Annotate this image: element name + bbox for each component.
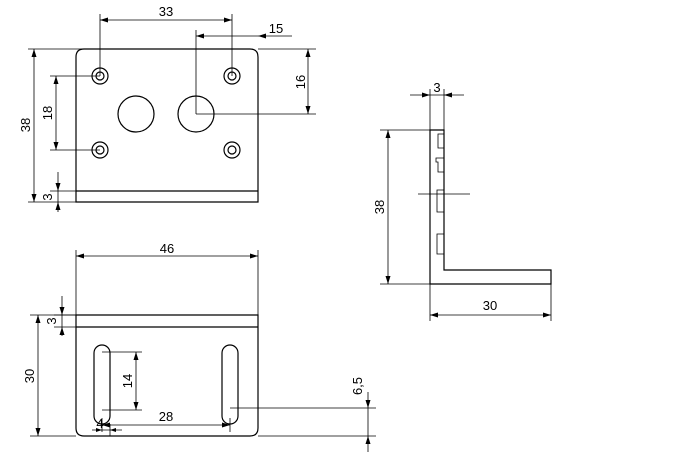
- bottom-view: 46 3 30 14: [22, 241, 376, 452]
- slot-right: [221, 344, 239, 425]
- dim-3-front: 3: [40, 172, 76, 212]
- dim-label-3-bottom: 3: [44, 317, 59, 324]
- dim-label-4: 4: [96, 416, 103, 431]
- dim-label-33: 33: [159, 4, 173, 19]
- slot-left: [93, 344, 111, 425]
- dim-label-30-bottom: 30: [22, 369, 37, 383]
- dim-label-18: 18: [40, 106, 55, 120]
- dim-15: 15: [195, 21, 292, 114]
- side-view: 3 38 30: [372, 80, 552, 321]
- dim-label-46: 46: [160, 241, 174, 256]
- dim-3-bottom: 3: [44, 296, 76, 336]
- dim-label-15: 15: [269, 21, 283, 36]
- dim-label-38-side: 38: [372, 200, 387, 214]
- dim-label-30-side: 30: [483, 298, 497, 313]
- dim-30-side: 30: [429, 284, 552, 321]
- dim-38-side: 38: [372, 129, 430, 285]
- bottom-plate-outline: [75, 314, 259, 437]
- dim-3-side: 3: [410, 80, 464, 130]
- dim-label-3-side: 3: [433, 80, 440, 95]
- side-profile: [429, 129, 552, 285]
- dim-14: 14: [102, 351, 142, 411]
- dim-16: 16: [196, 48, 316, 115]
- dim-18: 18: [40, 75, 100, 151]
- dim-4: 4: [92, 416, 122, 436]
- dim-30-bottom: 30: [22, 314, 76, 437]
- front-plate-outline: [75, 48, 259, 203]
- dim-label-6-5: 6,5: [350, 377, 365, 395]
- dim-label-38-front: 38: [18, 118, 33, 132]
- dim-28: 28: [101, 409, 231, 432]
- dim-38-front: 38: [18, 48, 84, 203]
- dim-6-5: 6,5: [230, 377, 376, 452]
- dim-46: 46: [75, 241, 259, 315]
- large-hole-left: [117, 95, 155, 133]
- dim-label-28: 28: [159, 409, 173, 424]
- side-profile-steps: [435, 133, 444, 255]
- dim-33: 33: [99, 4, 233, 76]
- dim-label-16: 16: [293, 75, 308, 89]
- dim-label-3-front: 3: [40, 193, 55, 200]
- dim-label-14: 14: [120, 374, 135, 388]
- front-view: 33 15 16 38: [18, 4, 316, 212]
- mounting-hole-bottom-right: [223, 141, 241, 159]
